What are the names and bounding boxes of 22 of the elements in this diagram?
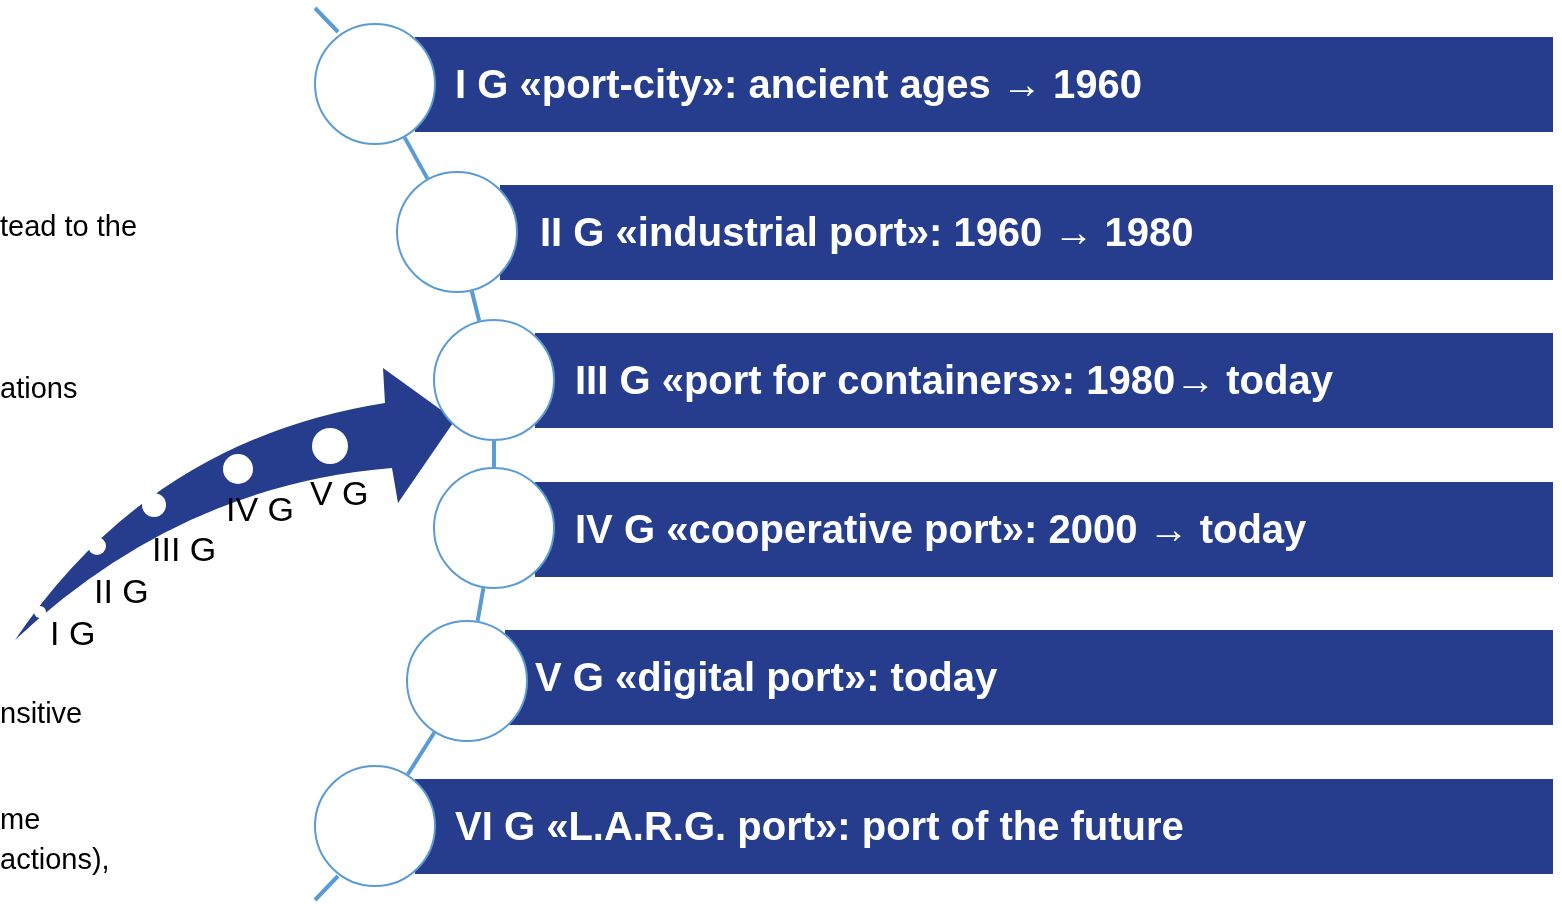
stage-bar: V G «digital port»: today <box>505 630 1553 725</box>
timeline-line <box>469 290 482 322</box>
arrow-dot <box>34 606 46 618</box>
text-fragment: me <box>0 803 41 836</box>
stage-bar: IV G «cooperative port»: 2000 → today <box>535 482 1553 577</box>
stage-bar: III G «port for containers»: 1980→ today <box>535 333 1553 428</box>
stage-bar: II G «industrial port»: 1960 → 1980 <box>500 185 1553 280</box>
generation-label: IV G <box>226 490 295 529</box>
timeline-line <box>402 136 430 180</box>
timeline-line <box>406 731 436 776</box>
generation-label: II G <box>94 572 149 611</box>
text-fragment: nsitive <box>0 697 83 730</box>
generation-label: III G <box>152 530 217 569</box>
stage-bar: VI G «L.A.R.G. port»: port of the future <box>415 779 1553 874</box>
timeline-line <box>475 587 486 622</box>
generation-label: I G <box>50 614 96 653</box>
generation-label: V G <box>310 474 369 513</box>
timeline-line <box>492 441 496 467</box>
text-fragment: ations <box>0 372 78 405</box>
stage-bar: I G «port-city»: ancient ages → 1960 <box>415 37 1553 132</box>
text-fragment: tead to the <box>0 210 138 243</box>
text-fragment: actions), <box>0 843 110 876</box>
